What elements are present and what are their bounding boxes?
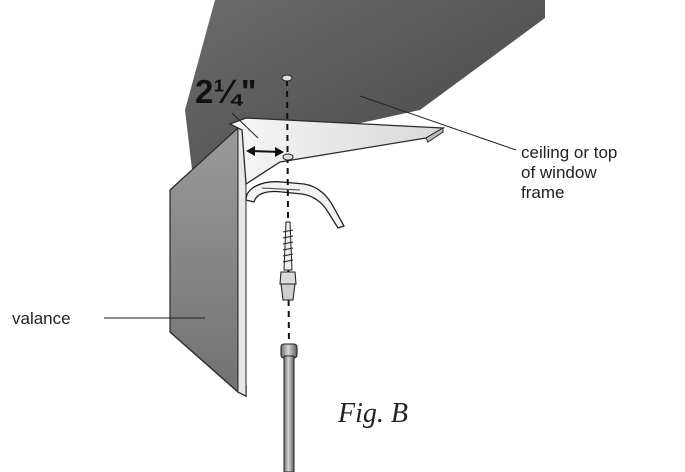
valance-board xyxy=(169,126,239,394)
mounting-bracket-lip xyxy=(425,127,444,143)
ceiling-label-line-2: of window xyxy=(521,163,597,182)
screw-icon xyxy=(279,221,297,301)
dimension-arrow-icon xyxy=(246,146,284,157)
figure-caption: Fig. B xyxy=(338,398,408,429)
screw-head-top xyxy=(281,74,293,82)
screw-head-bracket xyxy=(282,153,294,161)
screwdriver-icon xyxy=(280,343,298,472)
screw-axis-line xyxy=(286,79,290,353)
ceiling-leader-line xyxy=(359,95,517,151)
ceiling-label-line-1: ceiling or top xyxy=(521,143,618,162)
mounting-bracket-icon xyxy=(245,181,345,229)
mounting-bracket-plate xyxy=(228,117,446,186)
dimension-label: 2¼" xyxy=(195,73,257,110)
ceiling-label-line-3: frame xyxy=(521,183,565,202)
ceiling-label: ceiling or top of window frame xyxy=(521,143,617,203)
valance-label: valance xyxy=(12,309,71,328)
dimension-leader-line xyxy=(231,112,259,139)
